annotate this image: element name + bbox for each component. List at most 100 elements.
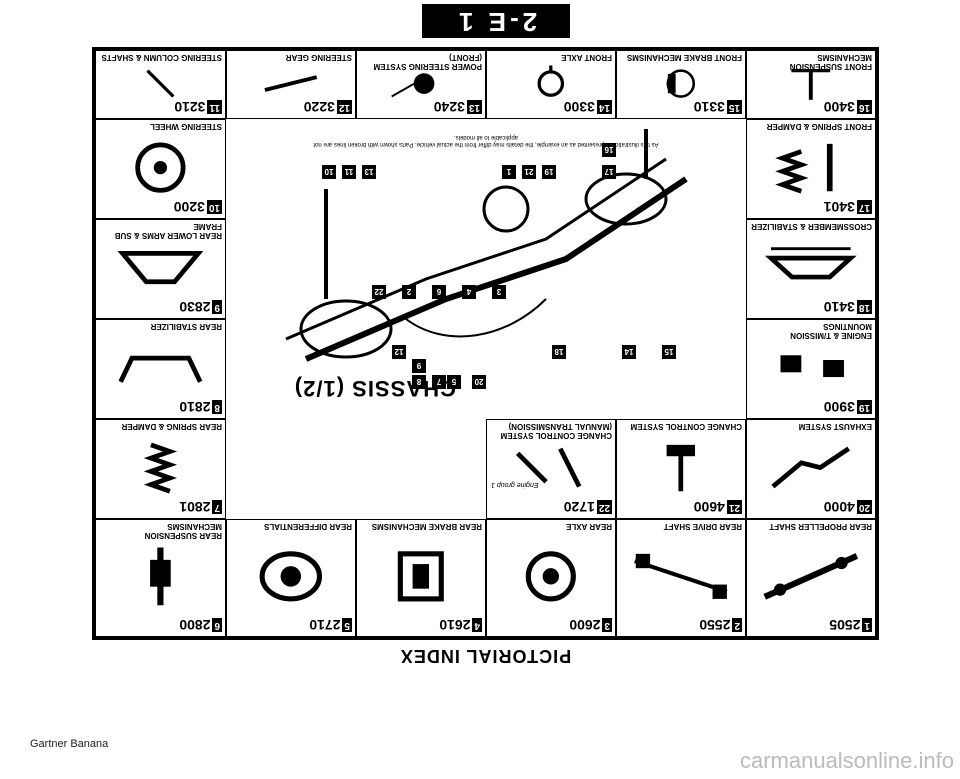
callout-5: 5: [447, 375, 461, 389]
callout-8: 8: [412, 375, 426, 389]
cell-index-badge: 2: [732, 618, 742, 632]
cell-code: 3200: [173, 199, 205, 215]
propeller-shaft-icon: [763, 553, 859, 601]
cell-code: 2800: [179, 617, 211, 633]
sheet-title: PICTORIAL INDEX: [399, 646, 572, 666]
section-tab-label: 2-E 1: [454, 6, 538, 37]
front-brake-icon: [666, 69, 696, 99]
cell-caption: EXHAUST SYSTEM: [798, 422, 872, 431]
callout-11: 11: [342, 165, 356, 179]
cell-caption: REAR PROPELLER SHAFT: [769, 522, 872, 531]
cell-caption: CHANGE CONTROL SYSTEM: [630, 422, 742, 431]
cell-index-badge: 17: [856, 200, 872, 214]
front-spring-icon: [775, 144, 833, 194]
cell-code: 1720: [563, 499, 595, 515]
callout-1: 1: [502, 165, 516, 179]
callout-19: 19: [542, 165, 556, 179]
chassis-drawing: [285, 129, 688, 362]
sub-frame-icon: [117, 251, 204, 285]
section-tab: 2-E 1: [422, 4, 570, 38]
cell-code: 3401: [823, 199, 855, 215]
steering-wheel-icon: [135, 142, 186, 194]
cell-caption: REAR DRIVE SHAFT: [663, 522, 742, 531]
cell-caption: FRONT SUSPENSION MECHANISMS: [789, 53, 872, 71]
front-suspension-icon: [791, 69, 831, 101]
cell-code: 3410: [823, 299, 855, 315]
cell-caption: REAR AXLE: [566, 522, 612, 531]
cell-caption: CROSSMEMBER & STABILIZER: [751, 222, 872, 231]
cell-caption: REAR DIFFERENTIALS: [264, 522, 352, 531]
cell-code: 2710: [309, 617, 341, 633]
cell-caption: REAR STABILIZER: [150, 322, 222, 331]
cell-index-badge: 19: [856, 400, 872, 414]
cell-code: 4600: [693, 499, 725, 515]
callout-4: 4: [462, 285, 476, 299]
steering-gear-icon: [264, 75, 318, 93]
callout-16: 16: [602, 143, 616, 157]
cell-caption: CHANGE CONTROL SYSTEM (MANUAL TRANSMISSI…: [500, 422, 612, 440]
power-steering-pump-icon: [391, 73, 435, 98]
crossmember-icon: [765, 247, 857, 280]
cell-caption: REAR SUSPENSION MECHANISMS: [144, 522, 222, 540]
callout-9: 9: [412, 359, 426, 373]
differential-icon: [259, 551, 323, 602]
callout-12: 12: [392, 345, 406, 359]
cell-caption: FRONT AXLE: [561, 53, 612, 62]
cell-index-badge: 7: [212, 500, 222, 514]
shift-linkage-icon: [516, 448, 582, 489]
cell-caption: ENGINE & T/MISSION MOUNTINGS: [790, 322, 872, 340]
shift-lever-icon: [666, 445, 696, 492]
stabilizer-bar-icon: [118, 356, 203, 384]
cell-caption: REAR BRAKE MECHANISMS: [371, 522, 482, 531]
callout-22: 22: [372, 285, 386, 299]
cell-index-badge: 18: [856, 300, 872, 314]
callout-17: 17: [602, 165, 616, 179]
suspension-strut-icon: [150, 547, 171, 606]
cell-caption: FRONT SPRING & DAMPER: [766, 122, 872, 131]
cell-index-badge: 20: [856, 500, 872, 514]
callout-7: 7: [432, 375, 446, 389]
cell-index-badge: 5: [342, 618, 352, 632]
cell-code: 2830: [179, 299, 211, 315]
rear-axle-icon: [525, 551, 577, 602]
cell-code: 2610: [439, 617, 471, 633]
callout-15: 15: [662, 345, 676, 359]
front-axle-hub-icon: [537, 65, 565, 98]
cell-code: 4000: [823, 499, 855, 515]
watermark: carmanualsonline.info: [739, 748, 954, 773]
callout-3: 3: [492, 285, 506, 299]
cell-index-badge: 10: [206, 200, 222, 214]
callout-13: 13: [362, 165, 376, 179]
cell-caption: STEERING WHEEL: [149, 122, 222, 131]
chassis-illustration: CHASSIS (1/2) As this illustration is pr…: [226, 119, 746, 419]
callout-10: 10: [322, 165, 336, 179]
callout-18: 18: [552, 345, 566, 359]
cell-index-badge: 8: [212, 400, 222, 414]
exhaust-pipe-icon: [771, 447, 851, 489]
footer-caption: Gartner Banana: [30, 738, 109, 750]
coil-spring-icon: [143, 443, 178, 494]
